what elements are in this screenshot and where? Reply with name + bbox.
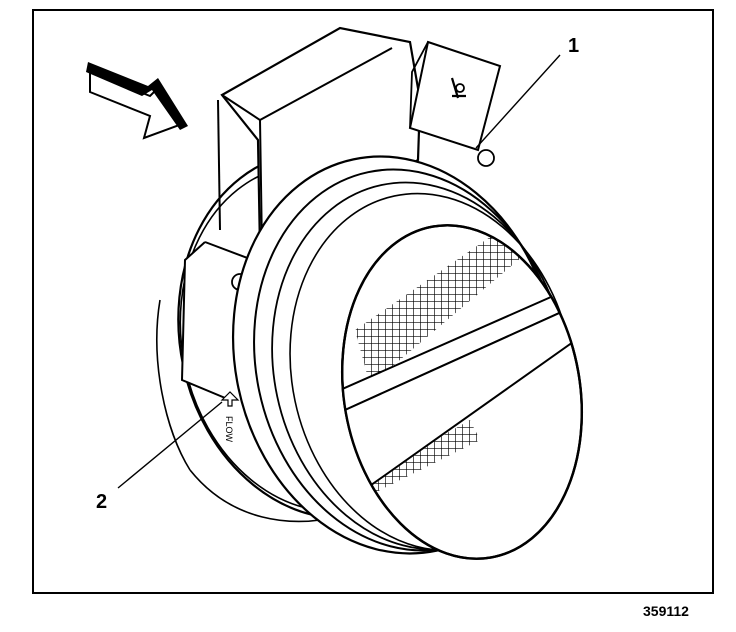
flow-marking: FLOW	[220, 391, 240, 443]
flow-marking-text: FLOW	[224, 416, 234, 443]
upper-mesh-screen	[355, 230, 530, 385]
sensor-tag	[408, 40, 502, 152]
leader-line-1	[475, 54, 561, 149]
leader-line-2	[117, 401, 223, 489]
electronics-module	[180, 26, 495, 401]
figure-number: 359112	[643, 603, 689, 619]
callout-2: 2	[96, 491, 107, 513]
lower-mesh-screen	[345, 420, 480, 505]
callout-1: 1	[568, 35, 579, 57]
figure-border	[32, 9, 714, 594]
inlet-bore	[338, 224, 592, 560]
airflow-direction-arrow	[86, 62, 188, 140]
